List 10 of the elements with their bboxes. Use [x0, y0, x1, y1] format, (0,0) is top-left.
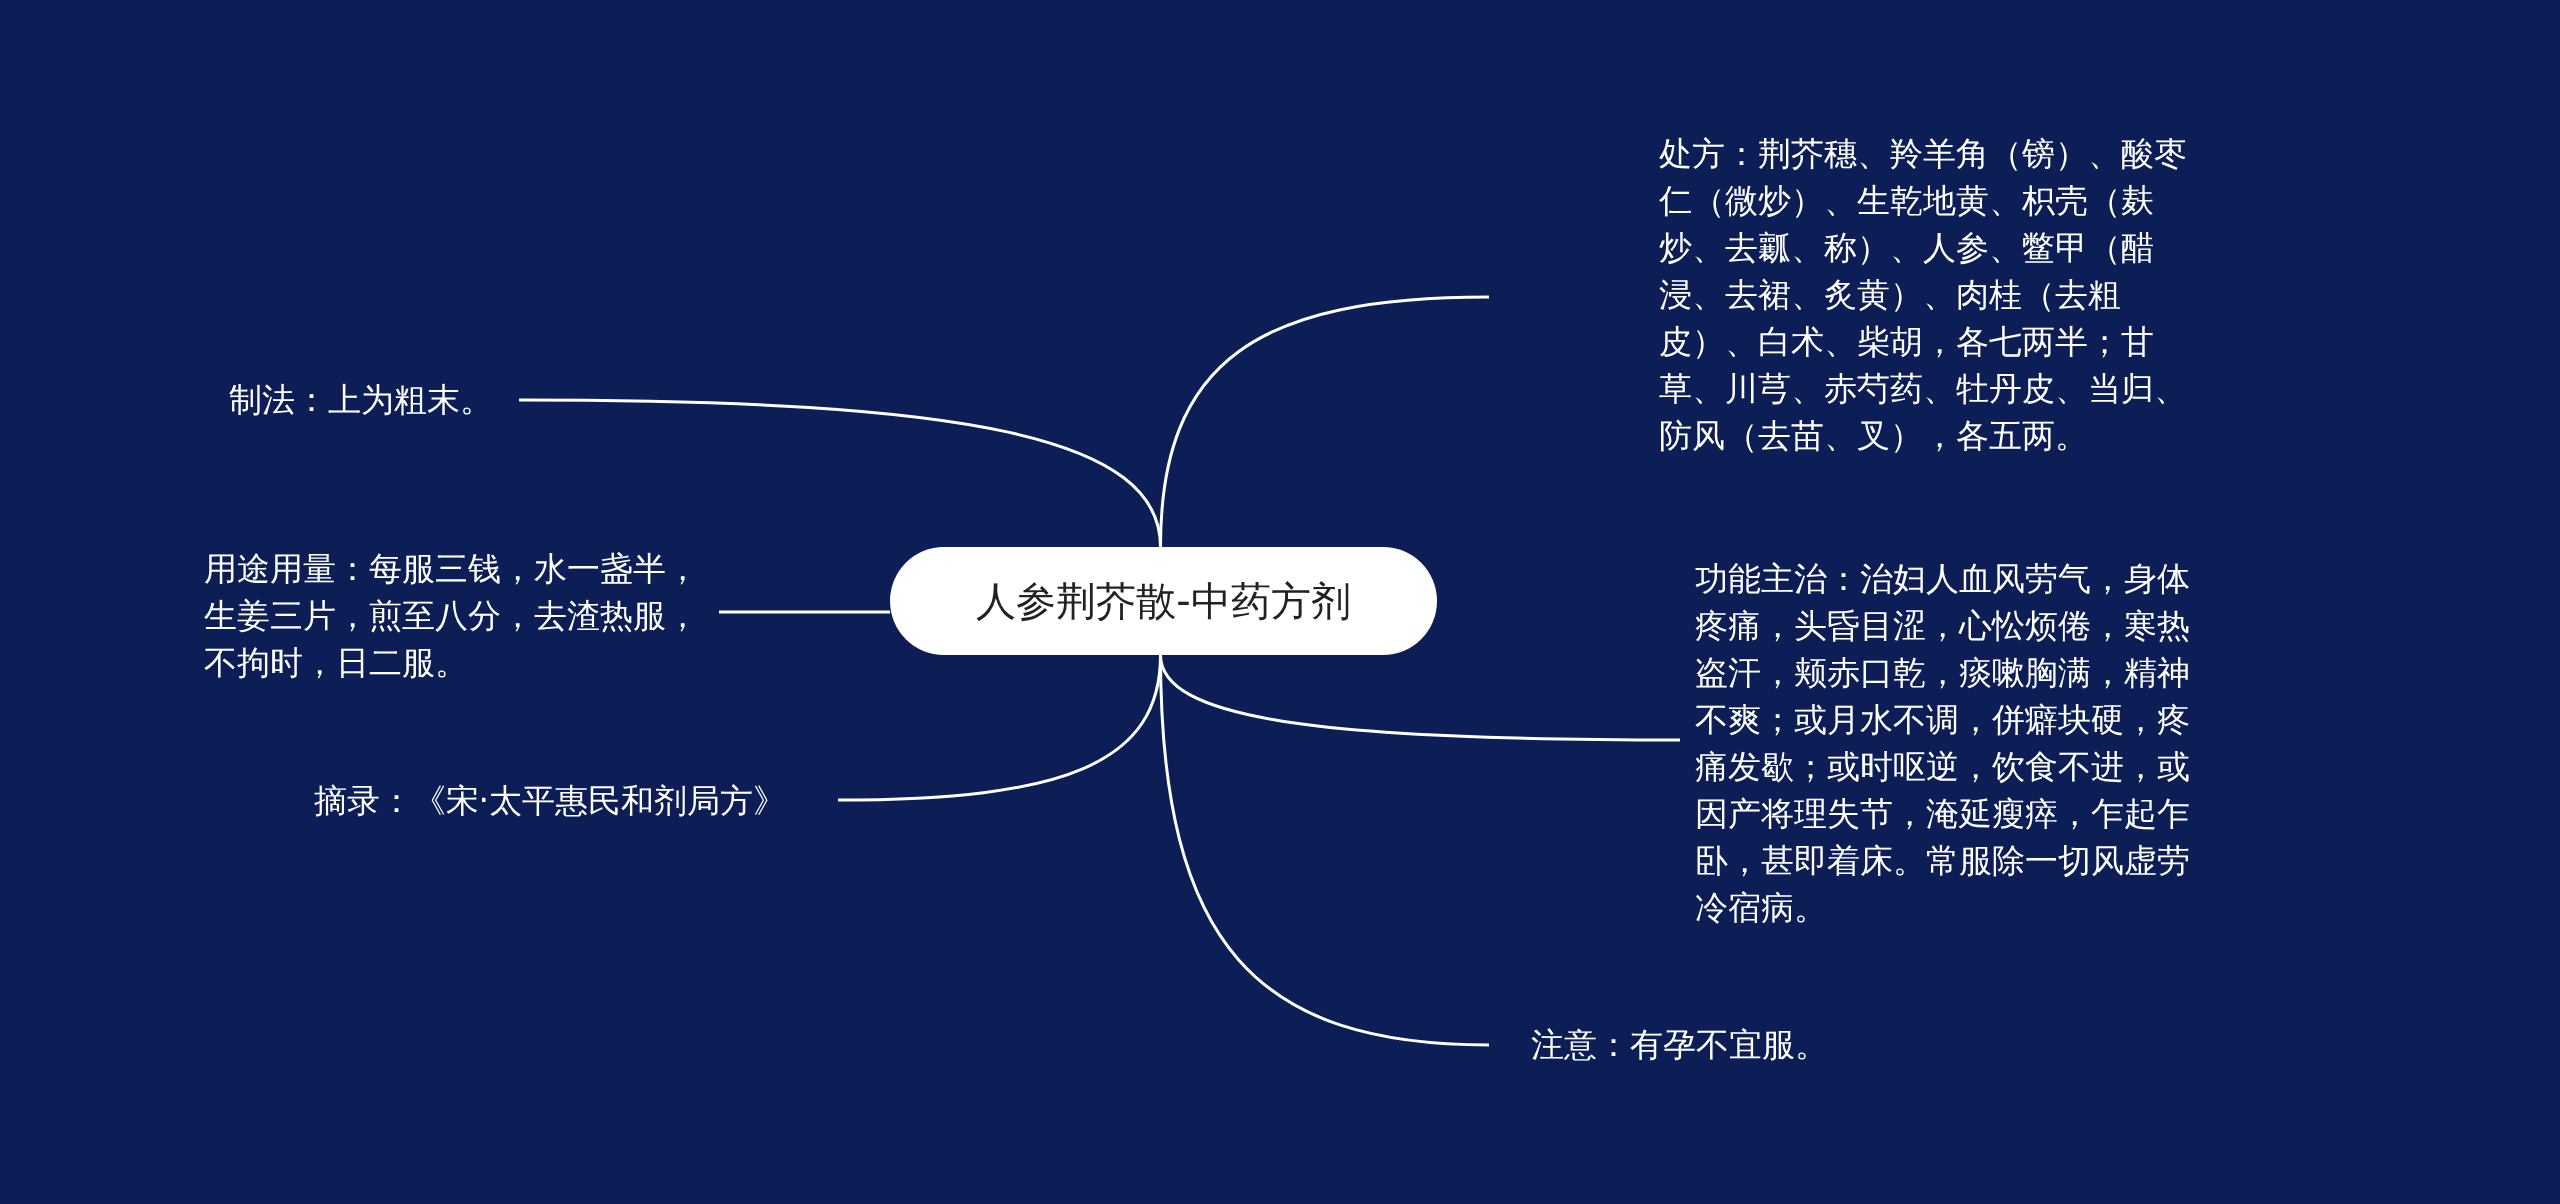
branch-text: 摘录：《宋·太平惠民和剂局方》	[312, 780, 786, 822]
branch-text: 用途用量：每服三钱，水一盏半，生姜三片，煎至八分，去渣热服，不拘时，日二服。	[204, 548, 700, 684]
branch-text: 功能主治：治妇人血风劳气，身体疼痛，头昏目涩，心忪烦倦，寒热盗汗，颊赤口乾，痰嗽胸满，精神不爽；或月水不调，併癖块硬，疼痛发歇；或时呕逆，饮食不进，或因产将理失节，淹延瘦瘁，乍起乍卧，甚即着床。常服除一切风虚劳冷宿病。	[1695, 558, 2191, 929]
branch-text: 制法：上为粗末。	[229, 379, 494, 421]
branch-text: 注意：有孕不宜服。	[1531, 1024, 1829, 1066]
branch-connector	[519, 398, 1162, 548]
branch-text: 处方：荆芥穗、羚羊角（镑）、酸枣仁（微炒）、生乾地黄、枳壳（麸炒、去瓤、称）、人参、鳖甲（醋浸、去裙、炙黄）、肉桂（去粗皮）、白术、柴胡，各七两半；甘草、川芎、赤芍药、牡丹皮、当归、防风（去苗、叉），各五两。	[1659, 133, 2188, 457]
branch-connector	[719, 610, 890, 614]
central-topic: 人参荆芥散-中药方剂	[890, 547, 1437, 655]
branch-connector	[837, 654, 1162, 802]
